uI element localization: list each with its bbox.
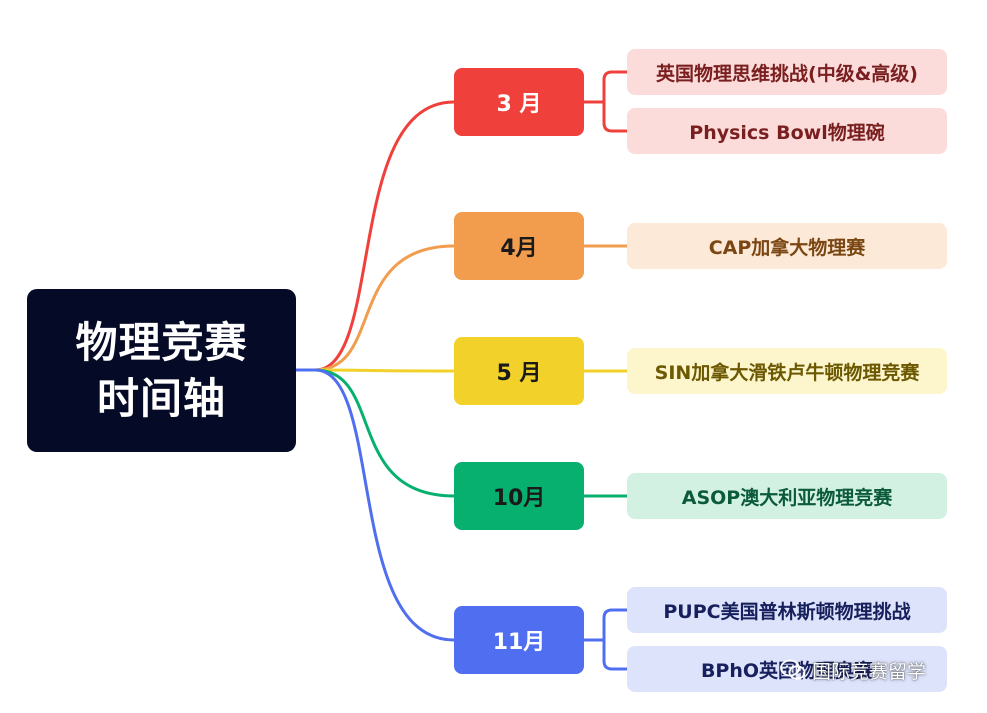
branch-line-3 bbox=[313, 368, 456, 498]
root-node[interactable]: 物理竞赛 时间轴 bbox=[27, 289, 296, 452]
competition-sin[interactable]: SIN加拿大滑铁卢牛顿物理竞赛 bbox=[627, 348, 947, 394]
month-node-november[interactable]: 11月 bbox=[454, 606, 584, 674]
leaf-line-0 bbox=[602, 70, 629, 104]
competition-ukphc[interactable]: 英国物理思维挑战(中级&高级) bbox=[627, 49, 947, 95]
month-node-may[interactable]: 5 月 bbox=[454, 337, 584, 405]
root-title-line2: 时间轴 bbox=[96, 373, 226, 423]
root-title-line1: 物理竞赛 bbox=[75, 317, 248, 367]
competition-cap[interactable]: CAP加拿大物理赛 bbox=[627, 223, 947, 269]
leaf-line-5 bbox=[602, 608, 629, 642]
competition-physics-bowl[interactable]: Physics Bowl物理碗 bbox=[627, 108, 947, 154]
branch-line-4 bbox=[313, 368, 456, 642]
competition-asop[interactable]: ASOP澳大利亚物理竞赛 bbox=[627, 473, 947, 519]
competition-bpho[interactable]: BPhO英国物理奥赛 bbox=[627, 646, 947, 692]
watermark-text: 国际竞赛留学 bbox=[812, 660, 927, 683]
branch-line-1 bbox=[313, 244, 456, 372]
wechat-icon bbox=[780, 659, 806, 680]
watermark: 国际竞赛留学 bbox=[780, 655, 926, 685]
competition-pupc[interactable]: PUPC美国普林斯顿物理挑战 bbox=[627, 587, 947, 633]
branch-line-0 bbox=[313, 100, 456, 372]
leaf-line-1 bbox=[602, 100, 629, 133]
month-node-march[interactable]: 3 月 bbox=[454, 68, 584, 136]
month-node-april[interactable]: 4月 bbox=[454, 212, 584, 280]
branch-line-2 bbox=[313, 368, 456, 373]
month-node-october[interactable]: 10月 bbox=[454, 462, 584, 530]
leaf-line-6 bbox=[602, 638, 629, 671]
